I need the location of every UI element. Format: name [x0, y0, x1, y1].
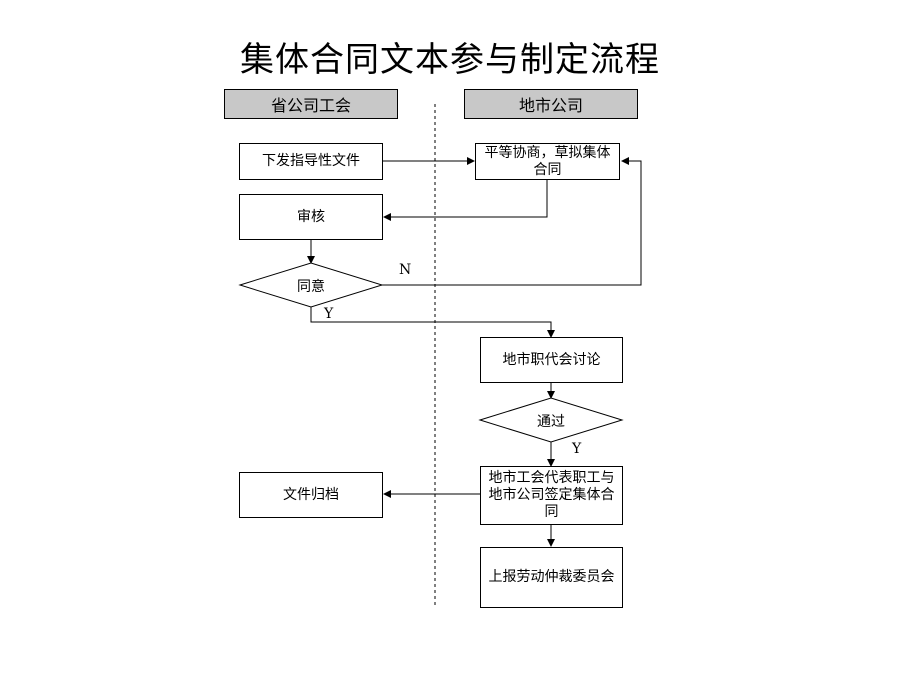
- node-congress-discussion: 地市职代会讨论: [480, 337, 623, 383]
- node-report: 上报劳动仲裁委员会: [480, 547, 623, 608]
- edge-draft-to-review: [383, 180, 548, 221]
- node-review: 审核: [239, 194, 383, 240]
- node-agree-label: 同意: [297, 279, 325, 295]
- edge-label-no: N: [399, 262, 412, 278]
- node-issue-guidance: 下发指导性文件: [239, 143, 383, 180]
- page-title: 集体合同文本参与制定流程: [240, 40, 660, 80]
- edge-agree-yes-to-congress: [310, 307, 555, 338]
- node-negotiate-draft: 平等协商，草拟集体合同: [475, 143, 620, 180]
- lane-header-city-company: 地市公司: [464, 89, 638, 119]
- node-passed-label: 通过: [537, 414, 565, 430]
- decision-passed-shape: [478, 397, 624, 443]
- edge-agree-no-to-draft: [382, 157, 642, 286]
- node-sign-contract: 地市工会代表职工与地市公司签定集体合同: [480, 466, 623, 525]
- node-archive: 文件归档: [239, 472, 383, 518]
- edge-label-yes-passed: Y: [572, 441, 582, 457]
- edge-label-yes-agree: Y: [324, 306, 334, 322]
- decision-agree-shape: [238, 262, 384, 308]
- lane-header-provincial-union: 省公司工会: [224, 89, 398, 119]
